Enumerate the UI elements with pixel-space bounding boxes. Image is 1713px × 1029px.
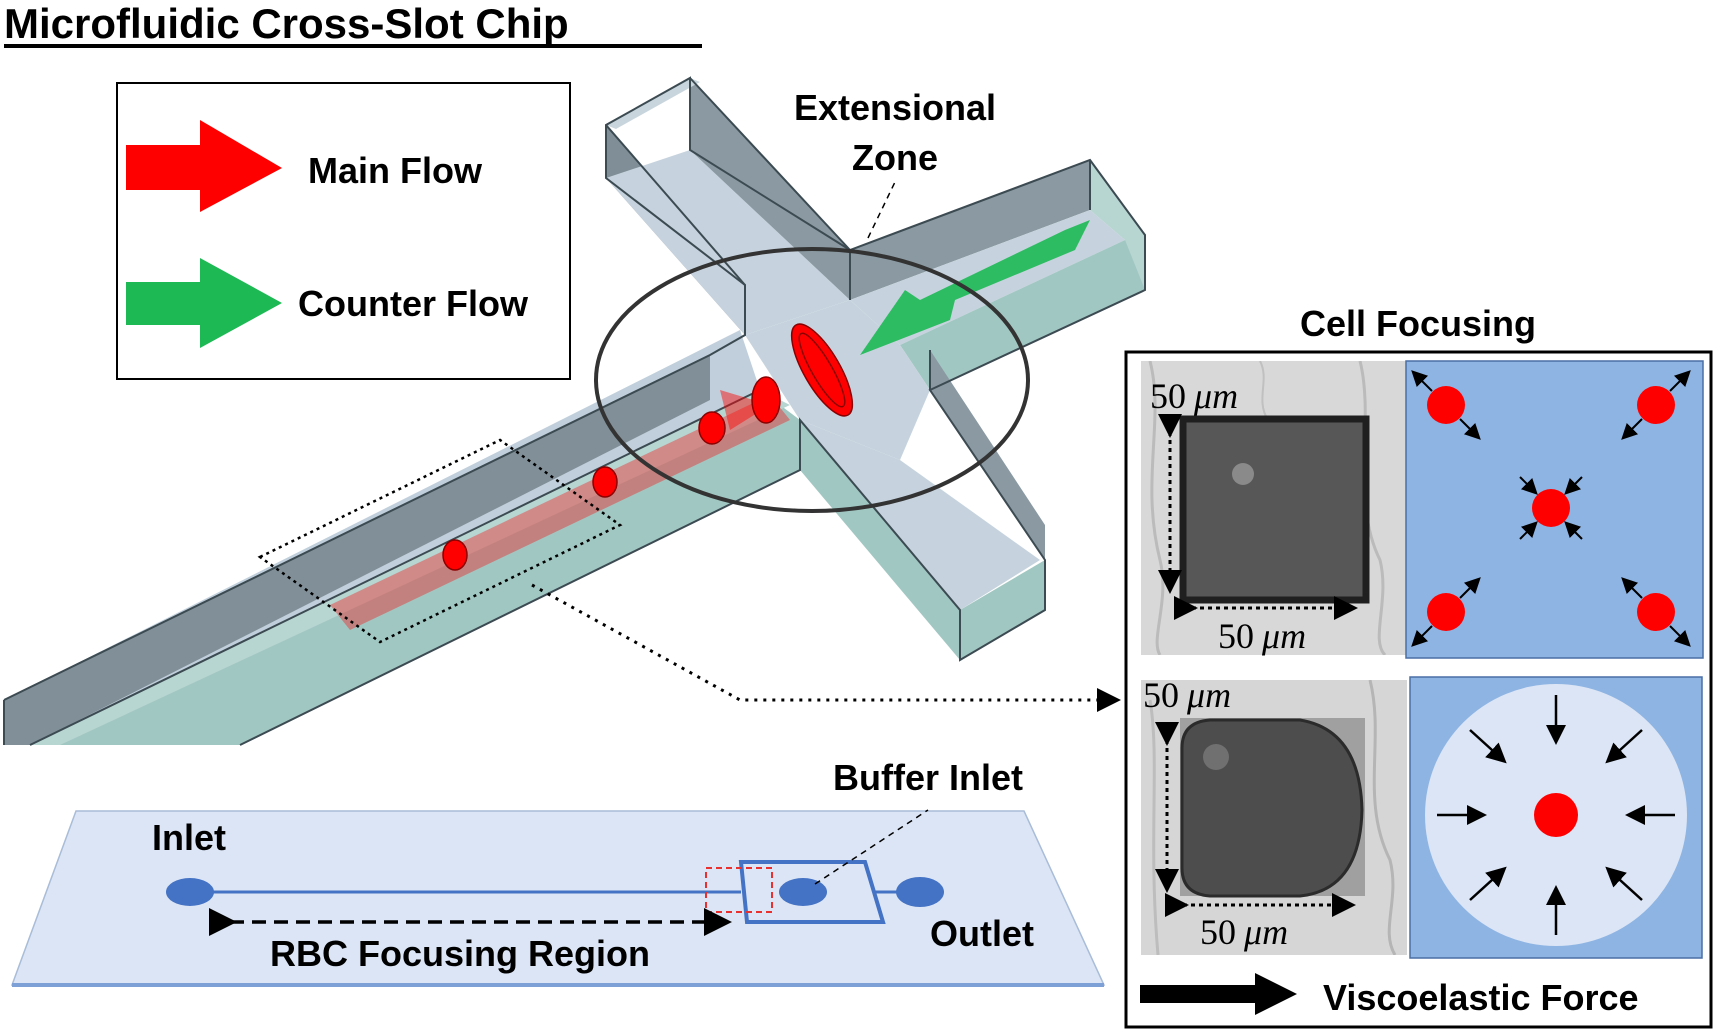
centered-cell <box>1534 793 1578 837</box>
cross-slot-3d-model <box>3 76 1146 746</box>
rbc-cell <box>442 539 468 571</box>
cell-focusing-title: Cell Focusing <box>1300 303 1536 344</box>
upper-arm-right-wall <box>690 78 850 300</box>
outlet-port <box>896 877 944 907</box>
extensional-zone-leader <box>867 181 896 239</box>
main-flow-legend-label: Main Flow <box>308 150 483 191</box>
inlet-port <box>166 878 214 906</box>
rbc-cell <box>592 466 618 498</box>
extensional-zone-circle <box>594 247 1030 513</box>
legend-frame <box>116 82 571 380</box>
focus-region-box <box>257 438 623 644</box>
inlet-label: Inlet <box>152 817 226 858</box>
rbc-cell <box>751 376 781 424</box>
counter-flow-legend-label: Counter Flow <box>298 283 529 324</box>
rbc-cells <box>442 323 854 571</box>
extensional-zone-label-2: Zone <box>852 137 938 178</box>
right-arm-end-wall <box>1090 160 1145 290</box>
focus-region-marker <box>705 867 773 913</box>
equilibrium-cell <box>1532 489 1570 527</box>
equilibrium-cell <box>1637 386 1675 424</box>
chip-schematic <box>10 809 1106 987</box>
lower-arm-floor <box>800 420 1040 610</box>
buffer-inlet-label: Buffer Inlet <box>833 757 1023 798</box>
square-channel-cross-section <box>1179 415 1370 604</box>
main-flow-arrowhead <box>720 390 770 430</box>
zoom-leader-line <box>531 583 1121 712</box>
cross-slot-box <box>738 860 886 924</box>
right-arm-front-wall <box>900 235 1145 390</box>
outlet-label: Outlet <box>930 913 1034 954</box>
extensional-zone-label-1: Extensional <box>794 87 996 128</box>
lower-arm-end-wall <box>960 560 1045 660</box>
round-focusing-schematic <box>1409 676 1703 959</box>
main-flow-stream <box>330 395 790 630</box>
main-flow-legend-arrow <box>126 120 282 212</box>
equilibrium-cell <box>1427 386 1465 424</box>
upper-arm-top <box>606 78 700 129</box>
figure-title: Microfluidic Cross-Slot Chip <box>4 0 569 47</box>
equilibrium-cell <box>1427 593 1465 631</box>
lower-arm-left-wall <box>800 420 960 660</box>
legend: Main Flow Counter Flow <box>116 82 571 380</box>
viscoelastic-force-label: Viscoelastic Force <box>1323 977 1639 1018</box>
viscoelastic-force-arrow <box>1140 973 1297 1015</box>
rbc-focusing-region-label: RBC Focusing Region <box>270 933 650 974</box>
counter-flow-arrow <box>860 220 1090 355</box>
equilibrium-cell <box>1637 593 1675 631</box>
rbc-cell <box>698 411 726 445</box>
buffer-inlet-leader <box>814 809 929 885</box>
main-channel-back-wall <box>4 355 710 745</box>
counter-flow-legend-arrow <box>126 258 282 348</box>
buffer-inlet-port <box>779 878 827 906</box>
rbc-cell-stretched <box>790 323 854 417</box>
square-focusing-schematic <box>1405 360 1704 659</box>
rbc-cell-stretched-inner <box>798 332 846 408</box>
